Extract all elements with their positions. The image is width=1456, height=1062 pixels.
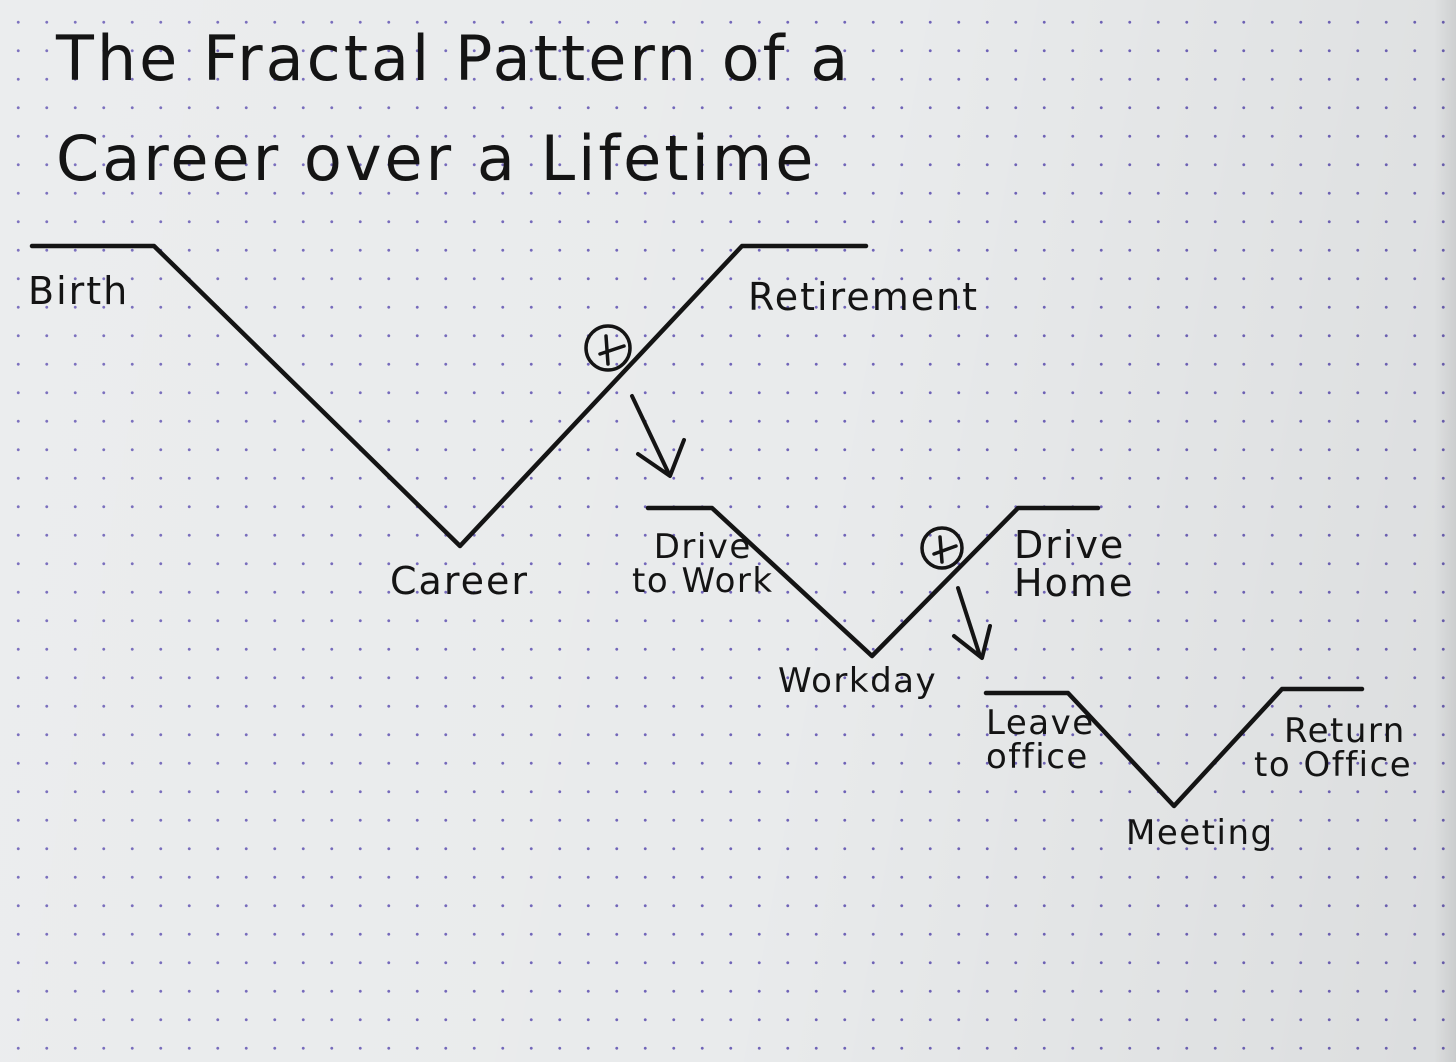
diagram-title-line-1: The Fractal Pattern of a xyxy=(56,22,852,95)
zoom-arrow-1-icon xyxy=(630,394,686,478)
diagram-title-line-2: Career over a Lifetime xyxy=(56,122,817,195)
label-meeting: Meeting xyxy=(1126,813,1274,853)
label-drive-to-work-line-1: Drive xyxy=(653,527,752,567)
label-return-to-office: Return to Office xyxy=(1254,714,1412,782)
label-drive-home-line-1: Drive xyxy=(1014,523,1126,567)
lifetime-curve xyxy=(29,243,869,549)
label-drive-home-line-2: Home xyxy=(1014,561,1135,605)
label-return-to-office-line-2: to Office xyxy=(1254,745,1413,785)
label-retirement: Retirement xyxy=(748,275,980,319)
label-drive-home: Drive Home xyxy=(1014,526,1134,602)
workday-curve xyxy=(645,505,1101,659)
label-workday: Workday xyxy=(778,661,938,701)
zoom-marker-1-icon xyxy=(584,324,632,372)
label-birth: Birth xyxy=(28,269,130,313)
label-career: Career xyxy=(390,559,529,603)
label-drive-to-work: Drive to Work xyxy=(632,530,774,598)
label-leave-office: Leave office xyxy=(986,706,1095,774)
zoom-marker-2-icon xyxy=(920,526,964,570)
label-leave-office-line-1: Leave xyxy=(986,703,1095,743)
label-drive-to-work-line-2: to Work xyxy=(632,561,774,601)
paper-edge-shadow xyxy=(1434,0,1456,1062)
label-leave-office-line-2: office xyxy=(986,737,1089,777)
label-return-to-office-line-1: Return xyxy=(1284,711,1406,751)
zoom-arrow-2-icon xyxy=(952,586,992,660)
meeting-curve xyxy=(983,686,1365,809)
